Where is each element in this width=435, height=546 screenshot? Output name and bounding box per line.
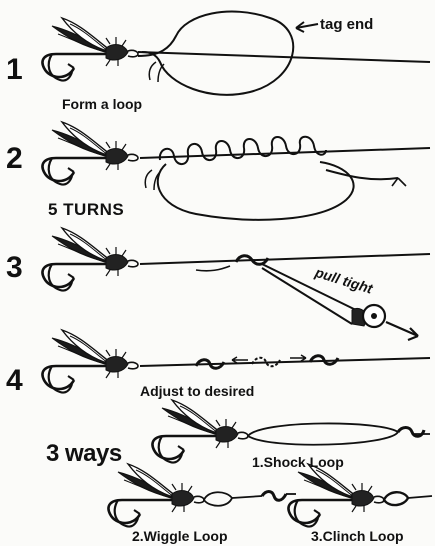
clinch-loop-drawing [289, 464, 433, 527]
five-turns-label: 5 TURNS [48, 200, 124, 220]
wiggle-loop-label: 2.Wiggle Loop [132, 528, 228, 544]
clinch-loop-label: 3.Clinch Loop [311, 528, 404, 544]
wiggle-loop-drawing [109, 464, 297, 527]
three-ways-heading: 3 ways [46, 440, 122, 468]
step-1-number: 1 [6, 55, 23, 85]
step-2-number: 2 [6, 144, 23, 174]
tag-end-label: tag end [320, 16, 373, 33]
shock-loop-label: 1.Shock Loop [252, 454, 344, 470]
form-loop-label: Form a loop [62, 96, 142, 112]
step-3-number: 3 [6, 253, 23, 283]
adjust-label: Adjust to desired [140, 383, 254, 399]
step-4-number: 4 [6, 366, 23, 396]
